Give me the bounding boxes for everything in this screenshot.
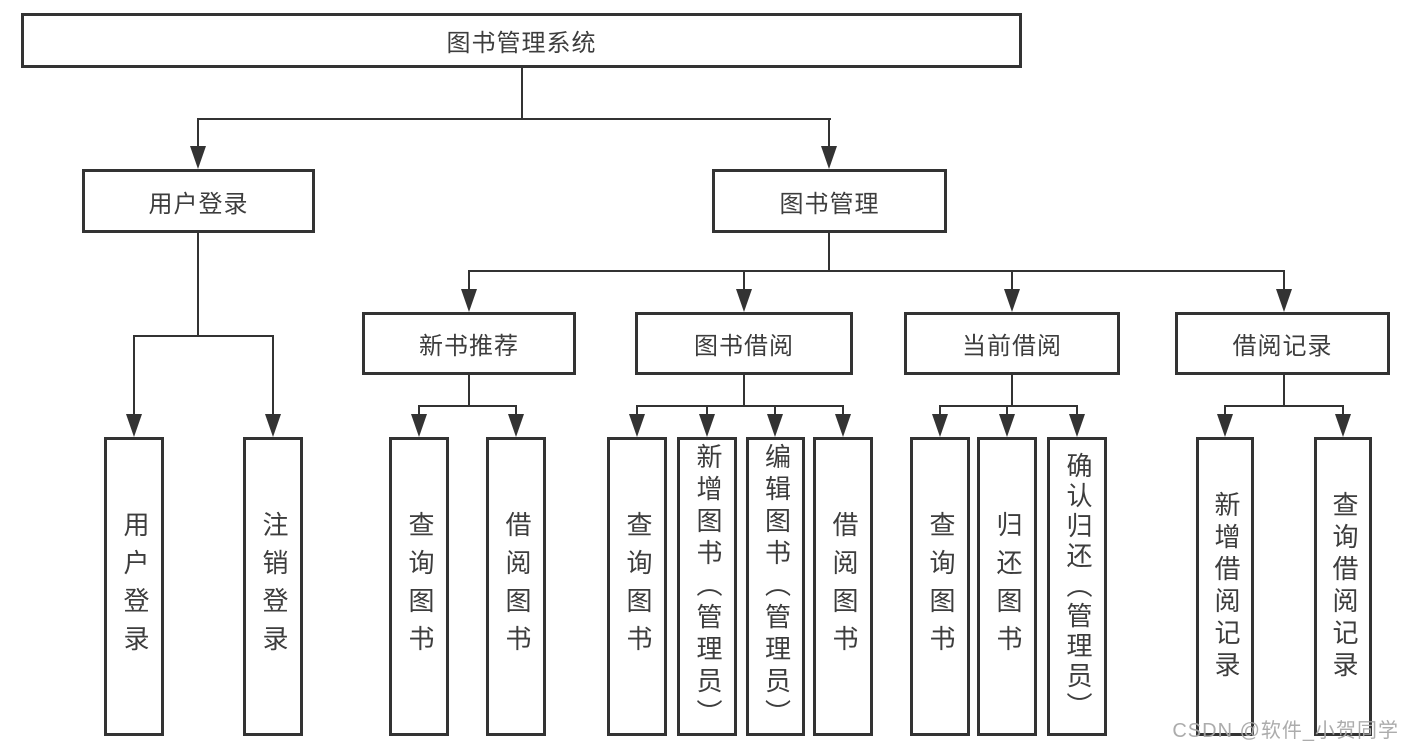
arrowhead: [999, 414, 1015, 437]
leaf-label: 归还图书: [992, 510, 1023, 663]
arrowhead: [629, 414, 645, 437]
connector-line: [521, 68, 523, 118]
connector-line: [1342, 405, 1344, 416]
connector-line: [1283, 375, 1285, 405]
connector-line: [828, 118, 830, 150]
connector-line: [774, 405, 776, 416]
leaf-label: 查询图书: [925, 510, 956, 663]
arrowhead: [265, 414, 281, 437]
leaf-edit-book-admin: 编辑图书（管理员）: [746, 437, 805, 736]
leaf-query-borrow-record: 查询借阅记录: [1314, 437, 1372, 736]
connector-line: [706, 405, 708, 416]
connector-line: [418, 405, 517, 407]
leaf-confirm-return-admin: 确认归还（管理员）: [1047, 437, 1107, 736]
connector-line: [272, 335, 274, 416]
connector-line: [1283, 270, 1285, 292]
arrowhead: [835, 414, 851, 437]
connector-line: [197, 233, 199, 335]
connector-line: [133, 335, 135, 416]
csdn-watermark: CSDN @软件_小贺同学: [1172, 720, 1399, 742]
leaf-label: 新增图书（管理员）: [692, 442, 723, 731]
arrowhead: [190, 146, 206, 169]
arrowhead: [1335, 414, 1351, 437]
leaf-query-books-recommend: 查询图书: [389, 437, 449, 736]
connector-line: [197, 118, 199, 150]
arrowhead: [736, 289, 752, 312]
node-new-book-recommend: 新书推荐: [362, 312, 576, 375]
connector-line: [1224, 405, 1344, 407]
arrowhead: [821, 146, 837, 169]
arrowhead: [1004, 289, 1020, 312]
connector-line: [515, 405, 517, 416]
connector-line: [1006, 405, 1008, 416]
connector-line: [636, 405, 844, 407]
leaf-label: 查询图书: [404, 510, 435, 663]
arrowhead: [411, 414, 427, 437]
leaf-label: 借阅图书: [501, 510, 532, 663]
arrowhead: [1217, 414, 1233, 437]
leaf-add-borrow-record: 新增借阅记录: [1196, 437, 1254, 736]
node-book-management: 图书管理: [712, 169, 947, 233]
arrowhead: [126, 414, 142, 437]
arrowhead: [1276, 289, 1292, 312]
connector-line: [939, 405, 1078, 407]
node-library-management-system: 图书管理系统: [21, 13, 1022, 68]
connector-line: [1011, 270, 1013, 292]
leaf-label: 注销登录: [258, 510, 289, 663]
arrowhead: [699, 414, 715, 437]
leaf-user-login: 用户登录: [104, 437, 164, 736]
connector-line: [939, 405, 941, 416]
leaf-query-books-current: 查询图书: [910, 437, 970, 736]
leaf-query-books-borrow: 查询图书: [607, 437, 667, 736]
arrowhead: [508, 414, 524, 437]
node-borrow-records: 借阅记录: [1175, 312, 1390, 375]
connector-line: [743, 270, 745, 292]
leaf-label: 查询图书: [622, 510, 653, 663]
leaf-label: 查询借阅记录: [1328, 490, 1359, 683]
node-user-login: 用户登录: [82, 169, 315, 233]
leaf-label: 借阅图书: [828, 510, 859, 663]
connector-line: [133, 335, 274, 337]
connector-line: [1224, 405, 1226, 416]
connector-line: [468, 270, 1285, 272]
leaf-add-book-admin: 新增图书（管理员）: [677, 437, 737, 736]
connector-line: [828, 233, 830, 270]
connector-line: [468, 270, 470, 292]
leaf-return-book: 归还图书: [977, 437, 1037, 736]
leaf-label: 用户登录: [119, 510, 150, 663]
arrowhead: [932, 414, 948, 437]
leaf-borrow-book-recommend: 借阅图书: [486, 437, 546, 736]
node-book-borrow: 图书借阅: [635, 312, 853, 375]
connector-line: [743, 375, 745, 405]
arrowhead: [461, 289, 477, 312]
arrowhead: [767, 414, 783, 437]
connector-line: [1011, 375, 1013, 405]
connector-line: [468, 375, 470, 405]
leaf-borrow-book: 借阅图书: [813, 437, 873, 736]
connector-line: [418, 405, 420, 416]
connector-line: [1076, 405, 1078, 416]
leaf-label: 新增借阅记录: [1210, 490, 1241, 683]
connector-line: [636, 405, 638, 416]
leaf-label: 确认归还（管理员）: [1062, 451, 1093, 722]
leaf-logout: 注销登录: [243, 437, 303, 736]
leaf-label: 编辑图书（管理员）: [761, 442, 792, 731]
connector-line: [197, 118, 831, 120]
node-current-borrow: 当前借阅: [904, 312, 1120, 375]
connector-line: [842, 405, 844, 416]
arrowhead: [1069, 414, 1085, 437]
